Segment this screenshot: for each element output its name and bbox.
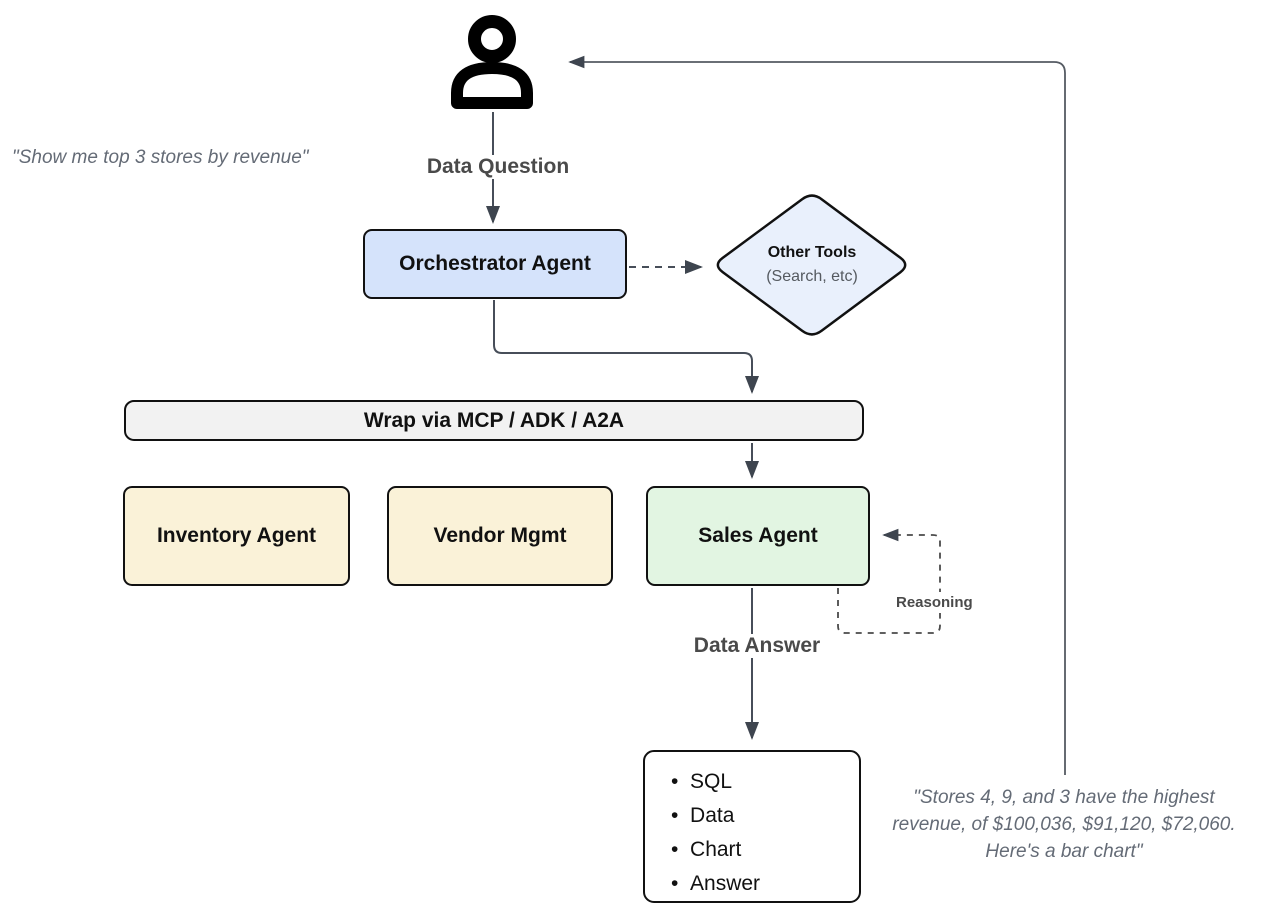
other-tools-title: Other Tools: [767, 244, 857, 261]
data-answer-label: Data Answer: [663, 634, 851, 658]
vendor-mgmt-label: Vendor Mgmt: [433, 524, 567, 547]
output-list: SQL Data Chart Answer: [645, 753, 859, 901]
output-item-answer: Answer: [671, 867, 859, 901]
agent-answer-line-3: Here's a bar chart": [985, 841, 1143, 862]
sales-agent-node: Sales Agent: [646, 486, 870, 586]
orchestrator-agent-label: Orchestrator Agent: [399, 252, 591, 275]
inventory-agent-label: Inventory Agent: [156, 524, 317, 547]
reasoning-label: Reasoning: [891, 592, 978, 613]
arrow-orchestrator-to-wrapbar: [493, 300, 759, 394]
agent-answer-line-2: revenue, of $100,036, $91,120, $72,060.: [892, 814, 1236, 835]
inventory-agent-node: Inventory Agent: [123, 486, 350, 586]
other-tools-node: Other Tools (Search, etc): [732, 241, 892, 289]
orchestrator-agent-node: Orchestrator Agent: [363, 229, 627, 299]
data-question-label: Data Question: [404, 155, 592, 179]
agent-answer-line-1: "Stores 4, 9, and 3 have the highest: [913, 787, 1215, 808]
agent-answer-quote: "Stores 4, 9, and 3 have the highest rev…: [866, 784, 1262, 865]
user-question-quote: "Show me top 3 stores by revenue": [12, 147, 309, 168]
output-item-chart: Chart: [671, 833, 859, 867]
wrap-bar-node: Wrap via MCP / ADK / A2A: [124, 400, 864, 441]
vendor-mgmt-node: Vendor Mgmt: [387, 486, 613, 586]
other-tools-subtitle: (Search, etc): [766, 268, 858, 285]
user-icon: [448, 6, 538, 112]
wrap-bar-label: Wrap via MCP / ADK / A2A: [363, 408, 625, 432]
sales-agent-label: Sales Agent: [698, 524, 818, 547]
output-node: SQL Data Chart Answer: [643, 750, 861, 903]
output-item-sql: SQL: [671, 765, 859, 799]
output-item-data: Data: [671, 799, 859, 833]
